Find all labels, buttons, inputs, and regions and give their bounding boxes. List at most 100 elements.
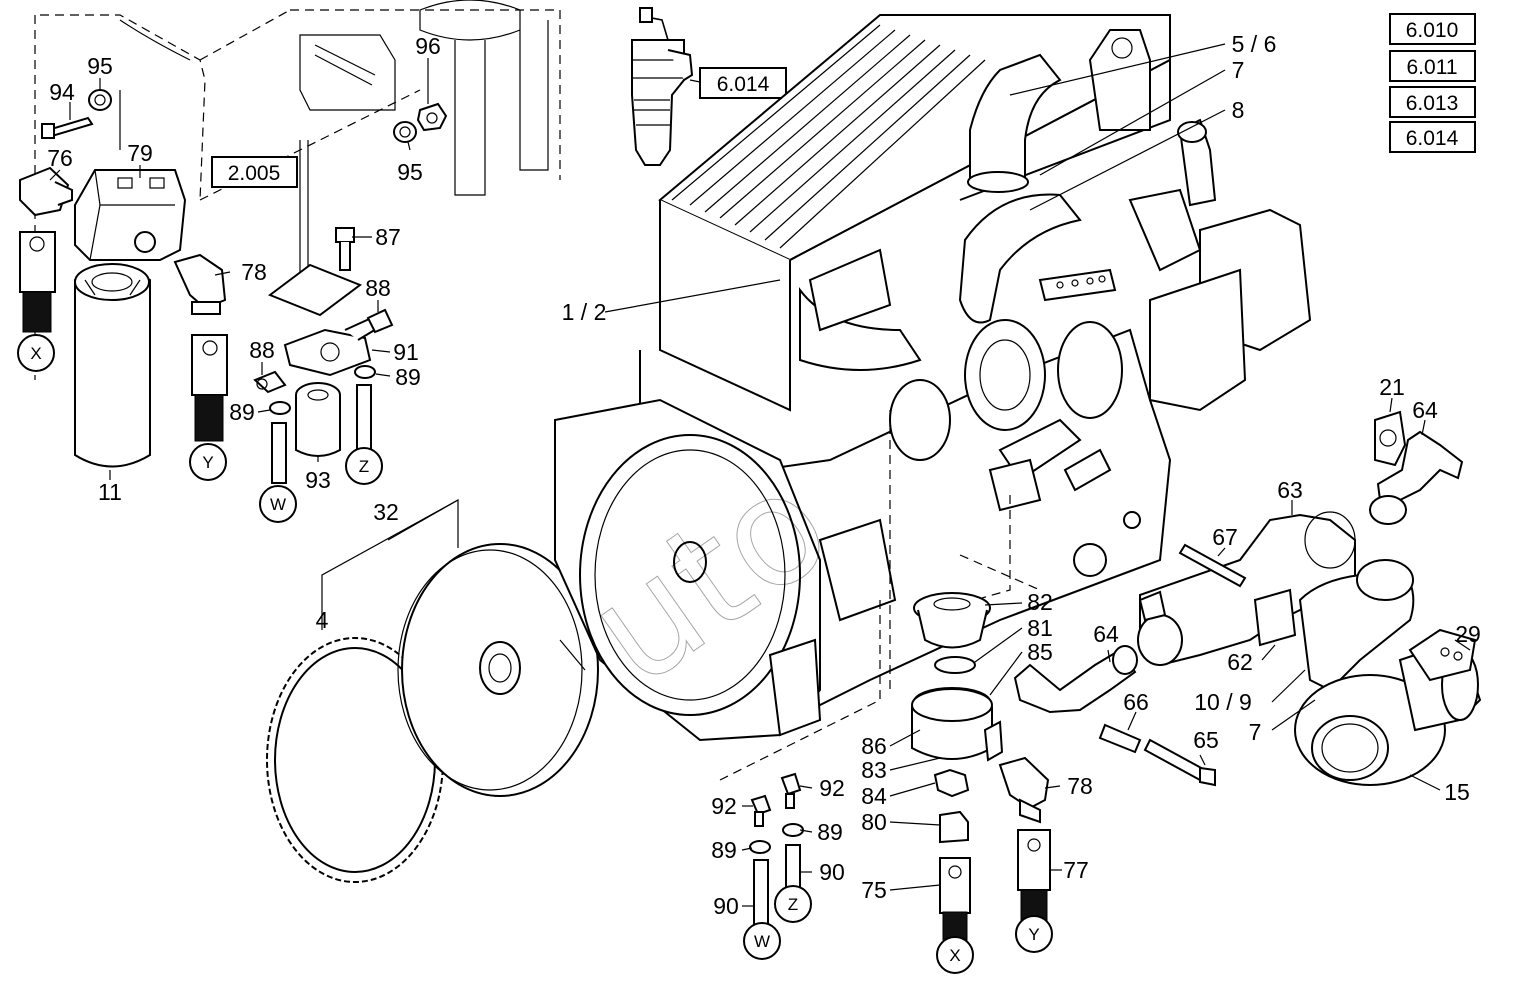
label-89-bottom-left: 89 [711,837,737,863]
connector-z-top: Z [345,447,383,485]
nut-96 [416,102,448,132]
label-88-left: 88 [249,337,275,363]
svg-text:6.011: 6.011 [1407,56,1458,79]
hex-nipple-84 [933,768,970,798]
connector-z-bottom: Z [774,885,812,923]
label-94: 94 [49,79,75,105]
oil-filter-11 [74,263,151,468]
elbow-fitting-78-bottom [998,756,1050,824]
label-88-right: 88 [365,275,391,301]
label-67: 67 [1212,524,1238,550]
label-87: 87 [375,224,401,250]
bolt-94 [41,116,94,139]
svg-text:6.014: 6.014 [1406,127,1459,150]
svg-text:2.005: 2.005 [228,162,281,185]
clip-89-left [269,401,291,415]
flywheel-32 [397,543,599,797]
connector-y-top: Y [189,443,227,481]
exhaust-elbow-64-right [1369,430,1464,525]
label-4: 4 [316,607,329,633]
engine-block [554,14,1312,742]
label-81: 81 [1027,615,1053,641]
label-21: 21 [1379,374,1405,400]
label-91: 91 [393,339,419,365]
label-64-left: 64 [1093,621,1119,647]
banjo-92-left [750,794,772,827]
svg-text:W: W [270,495,286,514]
label-11: 11 [98,479,122,505]
pipe-z-top [356,384,372,456]
label-5-6: 5 / 6 [1232,31,1277,57]
label-90-left: 90 [713,893,739,919]
label-7-bottom: 7 [1249,719,1262,745]
ref-box-6-014[interactable]: 6.014 [1389,121,1476,153]
label-75: 75 [861,877,887,903]
clip-89-bottom-left [749,840,771,854]
connector-x-top: X [17,334,55,372]
svg-text:X: X [949,946,960,965]
leader-lines [49,43,1471,907]
ref-box-filter[interactable]: 2.005 [211,156,298,188]
spacer-66 [1098,723,1142,754]
label-66: 66 [1123,689,1149,715]
label-92-left: 92 [711,793,737,819]
label-1-2: 1 / 2 [562,299,607,325]
turbo-pipe-10-9 [1298,559,1415,692]
hose-fitting-y-bottom [1017,829,1051,923]
washer-95-top [88,89,112,111]
washer-95-mid [393,121,417,143]
label-8: 8 [1232,97,1245,123]
bolt-65 [1143,738,1216,787]
hose-fitting-y-top [191,334,228,442]
fuel-filter-93 [295,382,341,457]
pipe-90-left [753,859,769,926]
label-63: 63 [1277,477,1303,503]
label-89-bottom-right: 89 [817,819,843,845]
label-82: 82 [1027,589,1053,615]
label-7-top: 7 [1232,57,1245,83]
svg-text:Z: Z [788,895,798,914]
ref-box-injector[interactable]: 6.014 [699,67,787,99]
connector-y-bottom: Y [1015,915,1053,953]
label-85: 85 [1027,639,1053,665]
adapter-80 [939,810,969,844]
label-83: 83 [861,757,887,783]
o-ring-81 [934,656,976,674]
label-96: 96 [415,33,441,59]
bracket-plate [267,263,363,317]
label-65: 65 [1193,727,1219,753]
svg-text:Y: Y [1028,925,1039,944]
bolt-87 [335,227,355,271]
label-29: 29 [1455,621,1481,647]
svg-text:Y: Y [202,453,213,472]
label-90-right: 90 [819,859,845,885]
label-77: 77 [1063,857,1089,883]
svg-text:6.013: 6.013 [1406,92,1459,115]
ref-box-6-010[interactable]: 6.010 [1389,13,1476,45]
hose-fitting-x-bottom [939,857,971,941]
label-95-top: 95 [87,53,113,79]
ref-box-6-011[interactable]: 6.011 [1389,50,1476,82]
svg-text:6.010: 6.010 [1406,19,1459,42]
label-78-top: 78 [241,259,267,285]
connector-w-bottom: W [743,922,781,960]
stud-67 [1178,543,1247,588]
gasket-21 [1374,410,1407,467]
adapter-cap-82 [913,592,991,649]
pipe-90-right [785,844,801,891]
banjo-92-right [780,772,802,809]
exhaust-elbow-64-left [1013,645,1138,714]
ref-box-6-013[interactable]: 6.013 [1389,86,1476,118]
label-89-right: 89 [395,364,421,390]
reference-box-group: 6.010 6.011 6.013 6.014 [1389,13,1476,153]
label-92-right: 92 [819,775,845,801]
label-10-9: 10 / 9 [1194,689,1252,715]
connector-w-top: W [259,485,297,523]
ring-gear-4 [266,637,444,883]
label-80: 80 [861,809,887,835]
hose-fitting-x-top [19,231,56,333]
svg-text:W: W [754,932,770,951]
injector-assembly [631,7,694,166]
label-84: 84 [861,783,887,809]
